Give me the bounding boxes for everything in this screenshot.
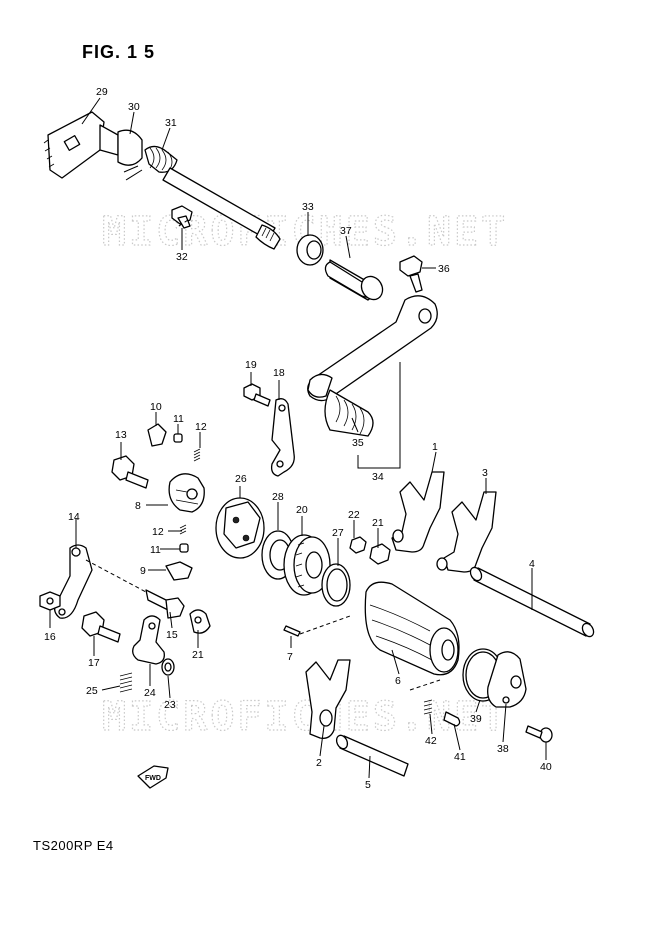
- callout-22: 22: [348, 509, 360, 521]
- callout-24: 24: [144, 687, 156, 699]
- callout-40: 40: [540, 761, 552, 773]
- callout-34: 34: [372, 471, 384, 483]
- oil-seal-33: [296, 234, 324, 266]
- leader-lines: [49, 97, 547, 779]
- cover-plate-38: [487, 651, 527, 708]
- callout-16: 16: [44, 631, 56, 643]
- cam-gear-8: [168, 473, 205, 513]
- shift-lever-34: [307, 295, 438, 437]
- shift-fork-2: [305, 659, 351, 739]
- callout-13: 13: [115, 429, 127, 441]
- callout-35: 35: [352, 437, 364, 449]
- callout-28: 28: [272, 491, 284, 503]
- nut-16: [39, 591, 61, 611]
- callout-3: 3: [482, 467, 488, 479]
- shift-fork-1: [391, 471, 445, 553]
- callout-30: 30: [128, 101, 140, 113]
- callout-14: 14: [68, 511, 80, 523]
- cam-stopper-plate-18: [270, 398, 295, 477]
- bolt-13: [111, 455, 149, 489]
- circlip-27: [321, 563, 351, 607]
- screw-40: [525, 725, 553, 743]
- callout-37: 37: [340, 225, 352, 237]
- callout-labels: 29 30 31 32 33 37 36 35 34 19 18 10 11 1…: [44, 86, 552, 791]
- callout-27: 27: [332, 527, 344, 539]
- figure-title: FIG. 1 5: [82, 42, 156, 62]
- bolt-17: [81, 611, 121, 643]
- callout-6: 6: [395, 675, 401, 687]
- pin-7: [283, 625, 301, 637]
- spring-42: [423, 699, 433, 715]
- callout-19: 19: [245, 359, 257, 371]
- callout-11-top: 11: [173, 413, 184, 425]
- pin-41: [443, 711, 461, 727]
- fwd-label: FWD: [145, 775, 161, 782]
- callout-32: 32: [176, 251, 188, 263]
- callout-5: 5: [365, 779, 371, 791]
- callout-12-lower: 12: [152, 526, 164, 538]
- assembly-dashed-lines: [85, 219, 441, 691]
- callout-21-right: 21: [372, 517, 384, 529]
- bolt-15: [145, 589, 185, 619]
- callout-23: 23: [164, 699, 176, 711]
- callout-9: 9: [140, 565, 146, 577]
- callout-4: 4: [529, 558, 535, 570]
- parts-9-11-12-lower: [165, 524, 193, 581]
- callout-42: 42: [425, 735, 437, 747]
- callout-2: 2: [316, 757, 322, 769]
- callout-18: 18: [273, 367, 285, 379]
- fwd-arrow-icon: FWD: [137, 765, 169, 789]
- pin-22: [349, 536, 367, 554]
- bearing-20: [283, 534, 331, 596]
- shift-fork-3: [436, 491, 497, 573]
- callout-41: 41: [454, 751, 466, 763]
- callout-39: 39: [470, 713, 482, 725]
- cam-plate-26: [215, 497, 265, 559]
- callout-15: 15: [166, 629, 178, 641]
- watermark-bottom: MICROFICHES.NET: [102, 694, 508, 740]
- callout-25: 25: [86, 685, 98, 697]
- callout-26: 26: [235, 473, 247, 485]
- callout-29: 29: [96, 86, 108, 98]
- shift-pawl-24: [132, 615, 165, 665]
- bolt-19: [243, 383, 271, 407]
- callout-31: 31: [165, 117, 177, 129]
- callout-21-left: 21: [192, 649, 204, 661]
- spring-25: [119, 672, 133, 693]
- callout-11-lower: 11: [150, 544, 161, 556]
- callout-20: 20: [296, 504, 308, 516]
- pin-21-right: [369, 543, 391, 565]
- callout-36: 36: [438, 263, 450, 275]
- gear-shift-cam-6: [364, 581, 460, 676]
- shift-arm-stopper-14: [54, 544, 93, 619]
- callout-12-top: 12: [195, 421, 207, 433]
- washer-23: [161, 658, 175, 676]
- callout-17: 17: [88, 657, 100, 669]
- shift-fork-shaft-5: [335, 734, 409, 777]
- bushing-37: [324, 259, 384, 301]
- callout-7: 7: [287, 651, 293, 663]
- gear-shift-shaft: [43, 111, 281, 250]
- callout-10: 10: [150, 401, 162, 413]
- callout-38: 38: [497, 743, 509, 755]
- model-code: TS200RP E4: [33, 838, 114, 853]
- bolt-36: [399, 255, 423, 293]
- callout-8: 8: [135, 500, 141, 512]
- parts-10-11-12-top: [147, 423, 201, 462]
- bolt-32: [171, 205, 193, 229]
- washer-21-left: [189, 609, 211, 634]
- callout-1: 1: [432, 441, 438, 453]
- callout-33: 33: [302, 201, 314, 213]
